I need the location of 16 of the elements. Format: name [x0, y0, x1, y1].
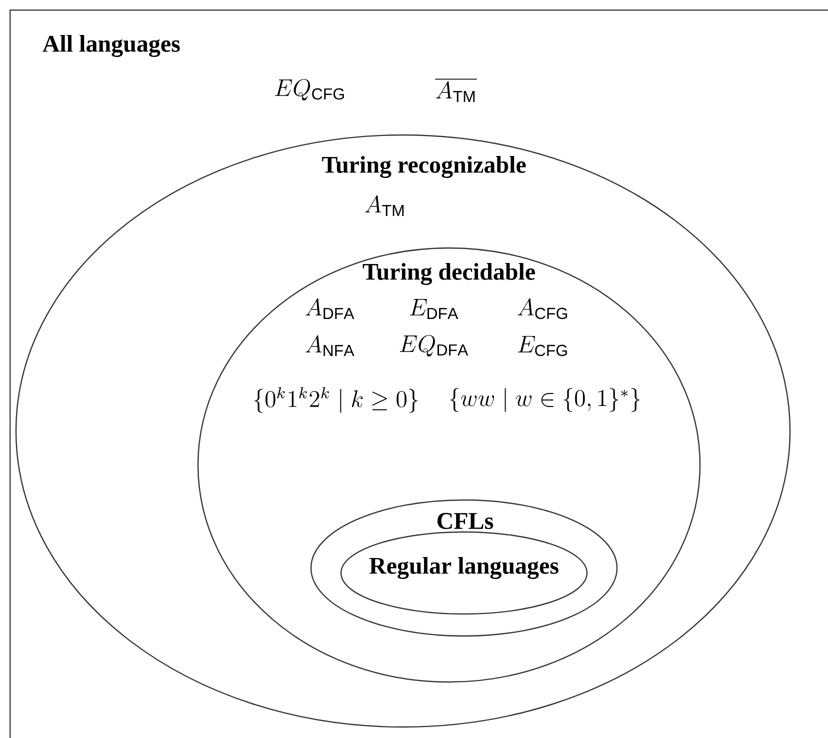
heading: Turing decidable	[362, 263, 535, 285]
formula: $E_{\mathsf{CFG}}$	[518, 336, 567, 356]
formula: $A_{\mathsf{NFA}}$	[306, 335, 354, 356]
formula: $A_{\mathsf{CFG}}$	[518, 298, 568, 320]
heading: All languages	[42, 35, 180, 57]
formula: $A_{\mathsf{TM}}$	[364, 195, 404, 216]
formula: $E_{\mathsf{DFA}}$	[410, 299, 458, 319]
formula: $\{0^k1^k2^k \mid k \geq 0\}$	[254, 387, 418, 413]
heading: Turing recognizable	[322, 156, 526, 178]
formula: $EQ_{\mathsf{DFA}}$	[400, 334, 468, 356]
formula: $EQ_{\mathsf{CFG}}$	[275, 78, 344, 100]
heading: Regular languages	[369, 557, 558, 579]
formula: $A_{\mathsf{DFA}}$	[306, 298, 354, 319]
formula: $\{ww \mid w \in \{0,1\}^*\}$	[450, 388, 640, 412]
heading: CFLs	[438, 512, 494, 530]
formula: $\overline{A_{\mathsf{TM}}}$	[435, 79, 477, 102]
